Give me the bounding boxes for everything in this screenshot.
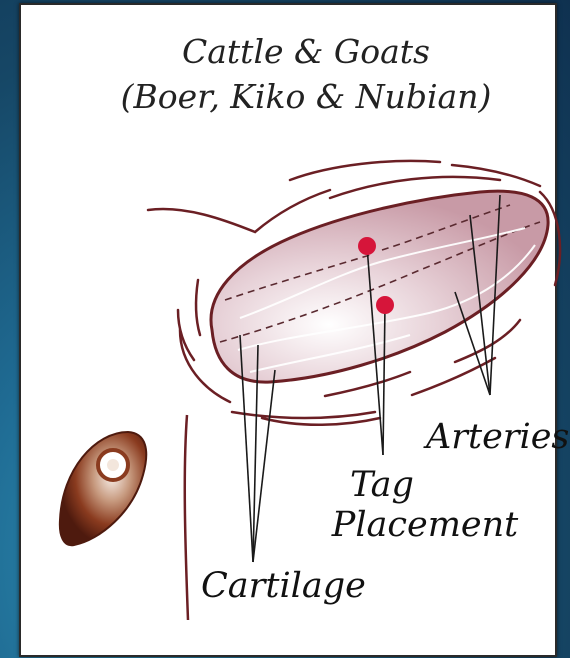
tag-placement-label-line-1: Tag bbox=[350, 465, 414, 505]
cartilage-label: Cartilage bbox=[201, 566, 366, 606]
diagram-title-line-1: Cattle & Goats bbox=[182, 32, 430, 71]
tag-placement-dot-lower bbox=[376, 296, 394, 314]
arteries-label: Arteries bbox=[423, 417, 569, 457]
eye-icon bbox=[60, 432, 146, 545]
diagram-title-line-2: (Boer, Kiko & Nubian) bbox=[121, 77, 492, 116]
head-outline bbox=[185, 415, 188, 620]
tag-placement-label-line-2: Placement bbox=[331, 505, 519, 545]
tag-placement-dot-upper bbox=[358, 237, 376, 255]
